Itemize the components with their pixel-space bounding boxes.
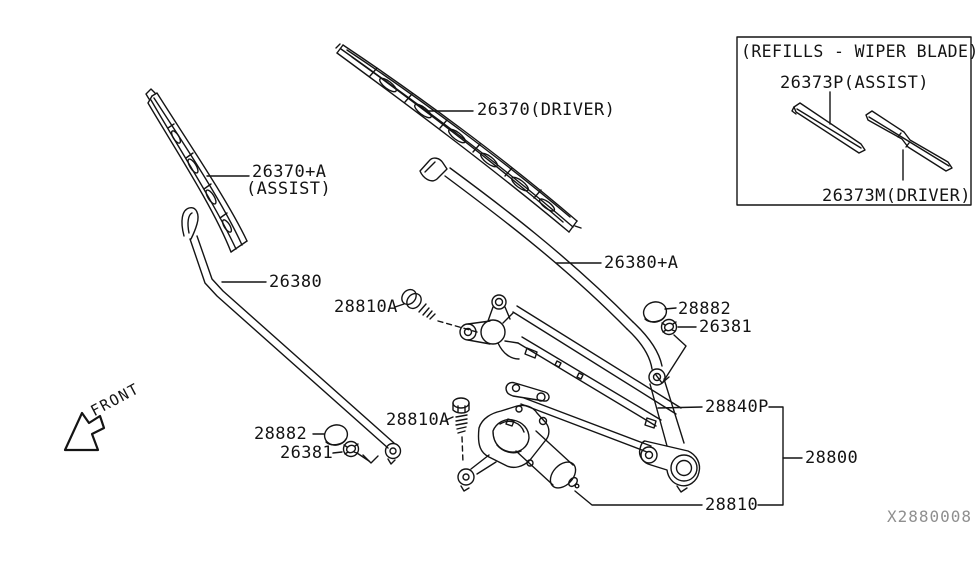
part-label-drive-assembly[interactable]: 28800	[805, 448, 859, 468]
front-arrow-icon	[63, 411, 106, 452]
part-label-pivot-nut-upper[interactable]: 26381	[699, 317, 753, 337]
part-label-assist-arm[interactable]: 26380	[269, 272, 323, 292]
pivot-cap-lower-drawing	[323, 424, 349, 446]
part-label-driver-blade[interactable]: 26370(DRIVER)	[477, 100, 616, 120]
motor-drawing	[457, 404, 580, 492]
assist-blade-drawing	[145, 88, 248, 253]
part-label-pivot-bolt-lower[interactable]: 28810A	[386, 410, 450, 430]
refills-box-drawing	[736, 36, 972, 206]
pivot-bolt-lower-drawing	[452, 397, 470, 464]
refills-box-title: (REFILLS - WIPER BLADE)	[741, 42, 975, 61]
linkage-drawing	[459, 294, 701, 493]
part-label-assist-refill[interactable]: 26373P(ASSIST)	[780, 73, 929, 93]
part-label-motor[interactable]: 28810	[705, 495, 759, 515]
part-label-pivot-nut-lower[interactable]: 26381	[280, 443, 334, 463]
pivot-nut-lower-drawing	[342, 440, 379, 464]
leader-lines	[206, 110, 803, 506]
pivot-nut-upper-drawing	[655, 318, 687, 384]
part-label-pivot-bolt-upper[interactable]: 28810A	[334, 297, 398, 317]
pivot-bolt-upper-drawing	[401, 288, 478, 333]
driver-arm-drawing	[419, 157, 666, 386]
part-label-driver-refill[interactable]: 26373M(DRIVER)	[822, 186, 971, 206]
part-label-driver-arm[interactable]: 26380+A	[604, 253, 679, 273]
part-label-pivot-cap-upper[interactable]: 28882	[678, 299, 732, 319]
part-label-linkage[interactable]: 28840P	[705, 397, 769, 417]
part-label-assist-blade[interactable]: 26370+A	[252, 162, 327, 182]
diagram-code: X2880008	[887, 507, 973, 526]
driver-blade-drawing	[335, 43, 582, 233]
part-label-pivot-cap-lower[interactable]: 28882	[254, 424, 308, 444]
assist-arm-drawing	[181, 207, 402, 465]
part-label-assist-blade-sub: (ASSIST)	[246, 179, 332, 199]
